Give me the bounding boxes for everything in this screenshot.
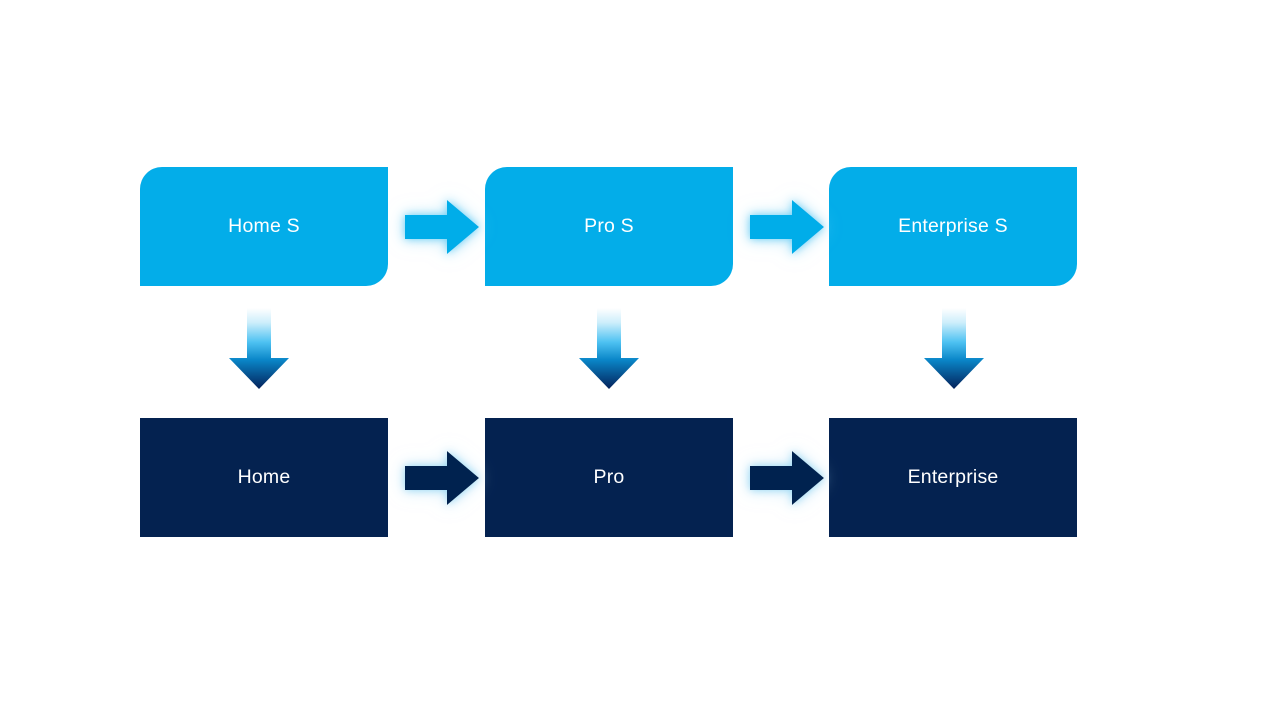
arrow-pro-s-to-pro <box>578 308 640 390</box>
node-enterprise-label: Enterprise <box>907 465 999 488</box>
node-pro[interactable]: Pro <box>485 418 733 537</box>
arrow-home-to-pro <box>405 449 479 507</box>
node-enterprise[interactable]: Enterprise <box>829 418 1077 537</box>
arrow-pro-s-to-enterprise-s <box>750 198 824 256</box>
arrow-home-s-to-pro-s <box>405 198 479 256</box>
node-pro-label: Pro <box>593 465 625 488</box>
node-pro-s[interactable]: Pro S <box>485 167 733 286</box>
node-home-s[interactable]: Home S <box>140 167 388 286</box>
node-home-s-label: Home S <box>228 214 300 237</box>
node-home-label: Home <box>237 465 291 488</box>
node-pro-s-label: Pro S <box>584 214 634 237</box>
arrow-home-s-to-home <box>228 308 290 390</box>
arrow-pro-to-enterprise <box>750 449 824 507</box>
node-enterprise-s[interactable]: Enterprise S <box>829 167 1077 286</box>
node-enterprise-s-label: Enterprise S <box>898 214 1008 237</box>
arrow-enterprise-s-to-enterprise <box>923 308 985 390</box>
node-home[interactable]: Home <box>140 418 388 537</box>
